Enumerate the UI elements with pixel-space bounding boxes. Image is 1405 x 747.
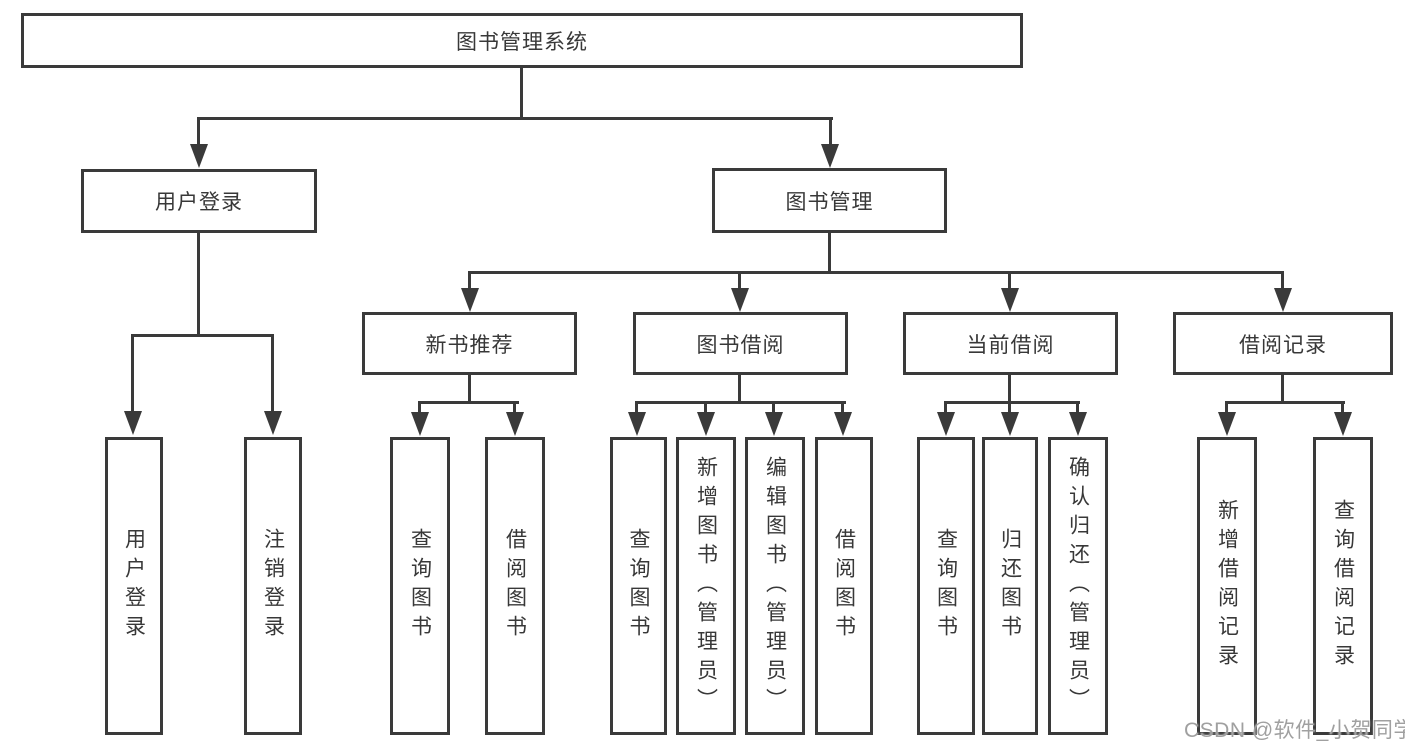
- arrow-down-icon: [411, 412, 429, 436]
- arrow-down-icon: [461, 288, 479, 312]
- node-label: 查询图书: [627, 528, 650, 644]
- leaf-borrow-borrow-books: 借阅图书: [815, 437, 873, 735]
- arrow-down-icon: [821, 144, 839, 168]
- node-new-book-recommend: 新书推荐: [362, 312, 577, 375]
- connector-line: [944, 401, 947, 413]
- node-label: 注销登录: [261, 528, 285, 644]
- connector-line: [738, 375, 741, 404]
- connector-line: [131, 334, 134, 412]
- connector-line: [635, 401, 638, 413]
- connector-line: [513, 401, 516, 413]
- node-label: 借阅记录: [1239, 333, 1327, 357]
- csdn-watermark: CSDN @软件_小贺同学: [1184, 719, 1405, 742]
- node-label: 图书管理: [785, 190, 874, 214]
- node-label: 借阅图书: [503, 528, 527, 644]
- connector-line: [944, 401, 1080, 404]
- connector-line: [197, 117, 200, 147]
- connector-line: [131, 334, 274, 337]
- arrow-down-icon: [834, 412, 852, 436]
- node-label: 图书借阅: [696, 333, 785, 357]
- connector-line: [829, 117, 832, 147]
- node-label: 新书推荐: [425, 333, 514, 357]
- arrow-down-icon: [1218, 412, 1236, 436]
- leaf-recommend-query-books: 查询图书: [390, 437, 450, 735]
- node-label: 查询图书: [934, 528, 958, 644]
- node-current-borrow: 当前借阅: [903, 312, 1118, 375]
- leaf-current-return-books: 归还图书: [982, 437, 1038, 735]
- connector-line: [1008, 271, 1011, 289]
- arrow-down-icon: [1334, 412, 1352, 436]
- connector-line: [772, 401, 775, 413]
- connector-line: [1008, 401, 1011, 413]
- node-book-management: 图书管理: [712, 168, 947, 233]
- connector-line: [828, 233, 831, 274]
- connector-line: [1341, 401, 1344, 413]
- arrow-down-icon: [506, 412, 524, 436]
- connector-line: [468, 271, 1284, 274]
- arrow-down-icon: [1001, 412, 1019, 436]
- arrow-down-icon: [628, 412, 646, 436]
- arrow-down-icon: [731, 288, 749, 312]
- leaf-logout: 注销登录: [244, 437, 302, 735]
- node-label: 确认归还（管理员）: [1066, 455, 1090, 717]
- arrow-down-icon: [765, 412, 783, 436]
- node-label: 借阅图书: [832, 528, 856, 644]
- connector-line: [1008, 375, 1011, 404]
- arrow-down-icon: [190, 144, 208, 168]
- leaf-records-add-record: 新增借阅记录: [1197, 437, 1257, 735]
- leaf-borrow-add-books-admin: 新增图书（管理员）: [676, 437, 736, 735]
- leaf-borrow-query-books: 查询图书: [610, 437, 667, 735]
- arrow-down-icon: [124, 411, 142, 435]
- arrow-down-icon: [937, 412, 955, 436]
- arrow-down-icon: [1274, 288, 1292, 312]
- connector-line: [841, 401, 844, 413]
- node-label: 新增借阅记录: [1215, 499, 1239, 673]
- arrow-down-icon: [264, 411, 282, 435]
- node-label: 用户登录: [122, 528, 146, 644]
- arrow-down-icon: [697, 412, 715, 436]
- leaf-borrow-edit-books-admin: 编辑图书（管理员）: [745, 437, 805, 735]
- connector-line: [1225, 401, 1228, 413]
- connector-line: [635, 401, 846, 404]
- connector-line: [197, 117, 833, 120]
- leaf-recommend-borrow-books: 借阅图书: [485, 437, 545, 735]
- node-label: 查询图书: [408, 528, 432, 644]
- connector-line: [520, 68, 523, 120]
- connector-line: [468, 271, 471, 289]
- connector-line: [418, 401, 519, 404]
- node-library-system: 图书管理系统: [21, 13, 1023, 68]
- connector-line: [1281, 375, 1284, 404]
- node-borrow-records: 借阅记录: [1173, 312, 1393, 375]
- connector-line: [197, 233, 200, 337]
- connector-line: [1225, 401, 1345, 404]
- leaf-user-login: 用户登录: [105, 437, 163, 735]
- leaf-current-query-books: 查询图书: [917, 437, 975, 735]
- connector-line: [738, 271, 741, 289]
- arrow-down-icon: [1001, 288, 1019, 312]
- node-book-borrow: 图书借阅: [633, 312, 848, 375]
- node-label: 新增图书（管理员）: [694, 455, 718, 717]
- node-label: 编辑图书（管理员）: [763, 455, 787, 717]
- connector-line: [468, 375, 471, 404]
- connector-line: [418, 401, 421, 413]
- leaf-current-confirm-return-admin: 确认归还（管理员）: [1048, 437, 1108, 735]
- connector-line: [704, 401, 707, 413]
- node-label: 归还图书: [998, 528, 1022, 644]
- node-label: 查询借阅记录: [1331, 499, 1355, 673]
- connector-line: [1281, 271, 1284, 289]
- node-label: 图书管理系统: [456, 30, 588, 54]
- arrow-down-icon: [1069, 412, 1087, 436]
- node-user-login: 用户登录: [81, 169, 317, 233]
- node-label: 用户登录: [155, 191, 243, 214]
- connector-line: [271, 334, 274, 412]
- leaf-records-query-record: 查询借阅记录: [1313, 437, 1373, 735]
- connector-line: [1076, 401, 1079, 413]
- node-label: 当前借阅: [966, 333, 1055, 357]
